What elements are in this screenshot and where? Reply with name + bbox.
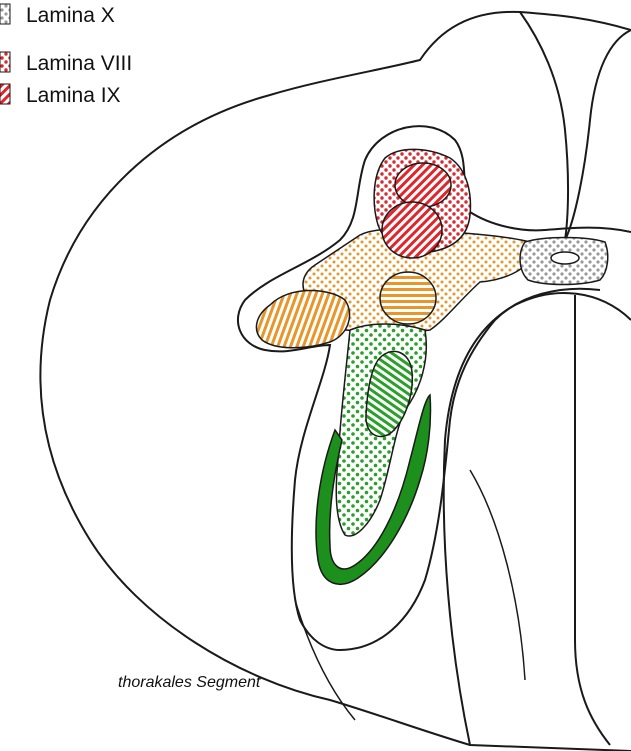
legend-label-lamina-ix: Lamina IX [26,84,121,107]
lamina-ix-region-upper [395,163,451,207]
legend-label-lamina-viii: Lamina VIII [26,52,132,75]
legend-item-lamina-ix: Lamina IX [0,84,121,107]
lamina-x-swatch [0,4,10,24]
legend-item-lamina-viii: Lamina VIII [0,52,132,75]
ventral-root-line [295,600,355,720]
lamina-ix-swatch [0,84,10,104]
central-canal [551,252,579,264]
lamina-viii-swatch [0,52,10,72]
legend: Lamina X Lamina VIII Lamina IX [0,4,132,107]
dorsal-median-septum [520,12,631,240]
ventral-median-fissure [575,295,610,745]
legend-label-lamina-x: Lamina X [26,4,115,27]
legend-item-lamina-x: Lamina X [0,4,115,27]
lamina-ix-region-lower [382,202,442,258]
orange-striped-lateral [256,290,349,347]
orange-striped-central [380,272,436,324]
cord-outline [40,12,631,751]
ventral-white-matter-curve [444,293,631,745]
lateral-white-line [470,470,525,680]
segment-caption: thorakales Segment [118,674,261,691]
